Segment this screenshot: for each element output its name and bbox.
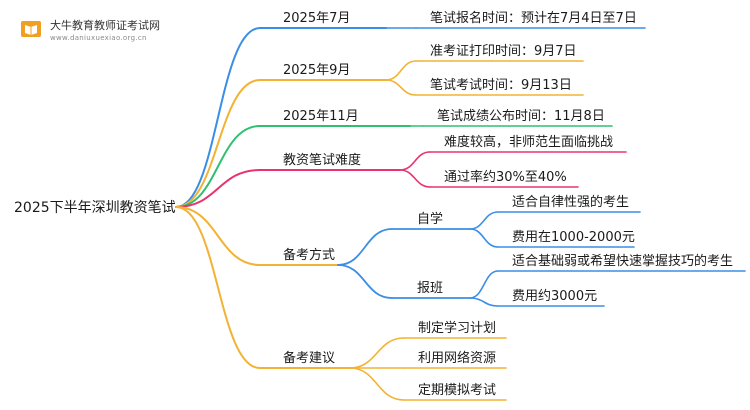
brand-url: www.daniuxuexiao.org.cn xyxy=(50,34,147,42)
branch-connector-1 xyxy=(175,79,261,208)
sub-leaf-connector-4-0-0 xyxy=(469,211,499,230)
root-node-label: 2025下半年深圳教资笔试 xyxy=(14,200,176,216)
leaf-label-2-0: 笔试成绩公布时间：11月8日 xyxy=(437,108,605,124)
sub-leaf-label-4-1-0: 适合基础弱或希望快速掌握技巧的考生 xyxy=(512,253,733,269)
leaf-label-5-0: 制定学习计划 xyxy=(418,320,496,336)
leaf-label-5-1: 利用网络资源 xyxy=(418,350,496,366)
branch-label-0: 2025年7月 xyxy=(283,11,350,26)
branch-label-2: 2025年11月 xyxy=(283,109,359,124)
leaf-connector-5-2 xyxy=(349,367,405,401)
branch-label-1: 2025年9月 xyxy=(283,63,350,78)
sub-leaf-label-4-0-0: 适合自律性强的考生 xyxy=(512,194,629,210)
brand-logo: 大牛教育教师证考试网 www.daniuxuexiao.org.cn xyxy=(18,14,188,50)
leaf-connector-1-1 xyxy=(385,79,417,96)
branch-connector-3 xyxy=(175,169,261,208)
leaf-connector-3-0 xyxy=(399,151,431,171)
branch-connector-0 xyxy=(175,27,261,208)
leaf-connector-5-0 xyxy=(349,337,405,369)
sub-connector-4-1 xyxy=(337,264,393,299)
leaf-label-3-1: 通过率约30%至40% xyxy=(444,169,567,185)
leaf-label-1-0: 准考证打印时间：9月7日 xyxy=(430,44,577,59)
open-book-icon xyxy=(21,21,41,37)
leaf-label-5-2: 定期模拟考试 xyxy=(418,383,496,398)
sub-label-4-1: 报班 xyxy=(417,281,443,296)
brand-title: 大牛教育教师证考试网 xyxy=(50,19,160,32)
sub-leaf-label-4-1-1: 费用约3000元 xyxy=(512,289,597,304)
sub-label-4-0: 自学 xyxy=(417,211,443,227)
sub-leaf-connector-4-0-1 xyxy=(469,228,499,248)
sub-leaf-connector-4-1-1 xyxy=(469,297,499,307)
branch-connector-5 xyxy=(175,206,261,369)
leaf-label-3-0: 难度较高，非师范生面临挑战 xyxy=(444,134,613,150)
branch-connector-2 xyxy=(175,125,261,208)
leaf-connector-3-1 xyxy=(399,169,431,188)
branch-connector-4 xyxy=(175,206,261,266)
branch-label-5: 备考建议 xyxy=(283,350,335,366)
sub-leaf-connector-4-1-0 xyxy=(469,270,499,299)
sub-leaf-label-4-0-1: 费用在1000-2000元 xyxy=(512,230,635,245)
leaf-label-1-1: 笔试考试时间：9月13日 xyxy=(430,77,572,93)
sub-connector-4-0 xyxy=(337,228,393,266)
branch-label-3: 教资笔试难度 xyxy=(283,152,361,168)
leaf-label-0-0: 笔试报名时间：预计在7月4日至7日 xyxy=(430,10,637,26)
branch-label-4: 备考方式 xyxy=(283,247,335,263)
leaf-connector-1-0 xyxy=(385,60,417,81)
